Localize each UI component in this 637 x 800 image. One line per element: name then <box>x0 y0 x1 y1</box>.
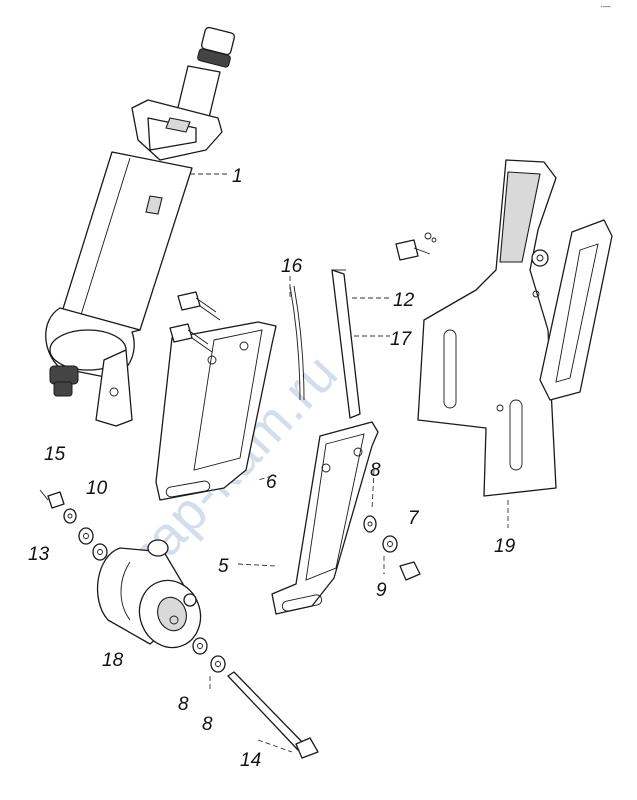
callout-8-upper: 8 <box>370 460 381 481</box>
mounting-plate-part <box>155 291 277 501</box>
bolt-pair-12 <box>395 232 437 261</box>
callout-9: 9 <box>376 580 387 601</box>
callout-1: 1 <box>232 166 243 187</box>
callout-7: 7 <box>408 508 420 529</box>
leader-lines <box>190 173 509 753</box>
callout-10: 10 <box>86 478 108 499</box>
callout-18: 18 <box>102 650 124 671</box>
bracket-plate-part <box>271 421 379 615</box>
lower-bolt <box>169 323 213 353</box>
callout-8-lower-a: 8 <box>178 694 189 715</box>
callout-14: 14 <box>240 750 261 771</box>
callout-19: 19 <box>494 536 516 557</box>
callout-15: 15 <box>44 444 66 465</box>
callout-13: 13 <box>28 544 50 565</box>
callout-5: 5 <box>218 556 229 577</box>
rod-17-part <box>331 269 361 419</box>
callout-labels: 1 16 12 17 8 6 7 5 9 19 15 10 13 18 8 8 … <box>28 166 516 771</box>
corner-mark: ·— <box>600 2 611 11</box>
lower-bolt-14-part <box>192 637 319 759</box>
callout-8-lower-b: 8 <box>202 714 213 735</box>
callout-17: 17 <box>390 329 413 350</box>
large-bracket-part <box>395 159 613 497</box>
right-fastener-stack <box>363 515 421 581</box>
callout-12: 12 <box>393 290 415 311</box>
rod-16-part <box>289 285 305 401</box>
steering-column-part <box>45 26 236 427</box>
left-fastener-stack <box>39 489 108 561</box>
callout-16: 16 <box>281 256 303 277</box>
callout-6: 6 <box>266 472 277 493</box>
upper-bolt <box>177 291 221 321</box>
cylinder-part <box>96 539 202 649</box>
